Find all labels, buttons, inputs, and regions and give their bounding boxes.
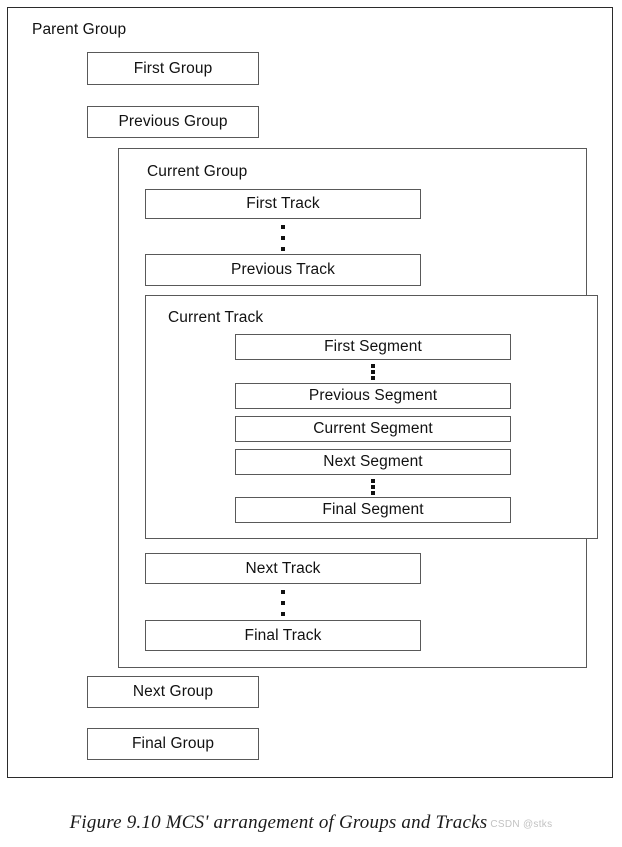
previous-segment-label: Previous Segment — [308, 387, 438, 405]
current-track-container: Current Track First Segment Previous Seg… — [145, 295, 598, 539]
previous-track-label: Previous Track — [231, 261, 335, 279]
final-segment-label: Final Segment — [322, 501, 424, 519]
next-segment-label: Next Segment — [323, 453, 423, 471]
next-group-box[interactable]: Next Group — [87, 676, 259, 708]
final-segment-box[interactable]: Final Segment — [235, 497, 511, 523]
current-group-label: Current Group — [147, 163, 248, 180]
parent-group-container: Parent Group First Group Previous Group … — [7, 7, 613, 778]
parent-group-label: Parent Group — [32, 21, 127, 38]
first-group-label: First Group — [133, 59, 213, 77]
first-group-box[interactable]: First Group — [87, 52, 259, 85]
previous-group-box[interactable]: Previous Group — [87, 106, 259, 138]
final-track-label: Final Track — [244, 626, 322, 644]
current-group-container: Current Group First Track Previous Track… — [118, 148, 598, 668]
next-group-label: Next Group — [132, 683, 214, 701]
track-ellipsis-upper-icon — [281, 225, 285, 251]
next-track-box[interactable]: Next Track — [145, 553, 421, 584]
current-track-label: Current Track — [168, 309, 264, 326]
first-segment-label: First Segment — [324, 338, 422, 356]
figure-caption-text: Figure 9.10 MCS' arrangement of Groups a… — [69, 812, 488, 833]
track-ellipsis-lower-icon — [281, 590, 285, 616]
previous-segment-box[interactable]: Previous Segment — [235, 383, 511, 409]
next-segment-box[interactable]: Next Segment — [235, 449, 511, 475]
first-segment-box[interactable]: First Segment — [235, 334, 511, 360]
previous-track-box[interactable]: Previous Track — [145, 254, 421, 286]
final-group-box[interactable]: Final Group — [87, 728, 259, 760]
watermark-text: CSDN @stks — [490, 819, 553, 830]
segment-ellipsis-upper-icon — [371, 364, 375, 380]
final-track-box[interactable]: Final Track — [145, 620, 421, 651]
segment-ellipsis-lower-icon — [371, 479, 375, 495]
first-track-label: First Track — [246, 195, 320, 213]
next-track-label: Next Track — [245, 559, 321, 577]
previous-group-label-text: Previous Group — [118, 113, 228, 131]
first-track-box[interactable]: First Track — [145, 189, 421, 219]
current-segment-box[interactable]: Current Segment — [235, 416, 511, 442]
final-group-label: Final Group — [131, 735, 215, 753]
current-segment-label: Current Segment — [313, 420, 433, 438]
figure-caption: Figure 9.10 MCS' arrangement of Groups a… — [0, 812, 622, 834]
